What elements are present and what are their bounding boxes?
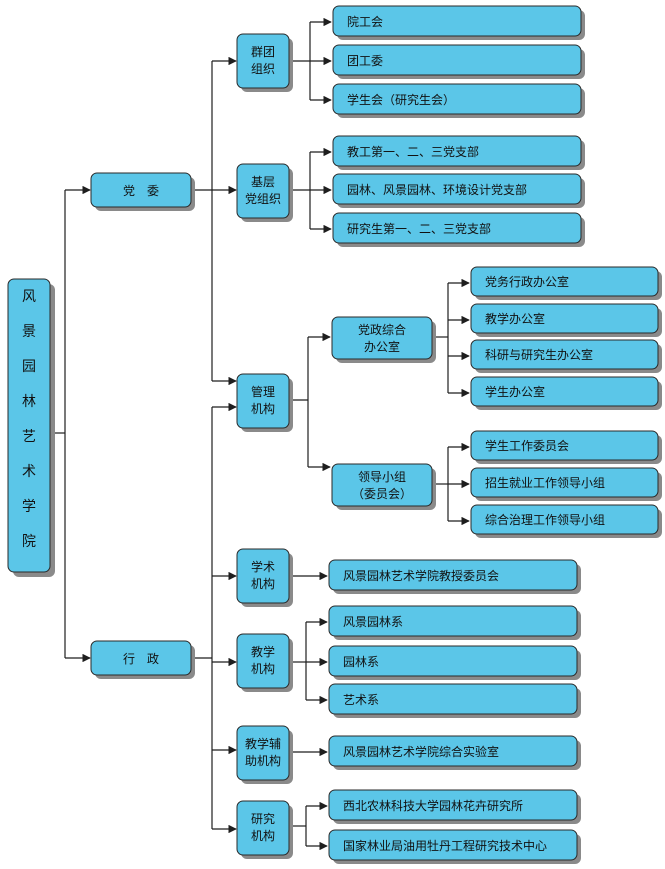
acad-label-line2: 机构 [251,576,275,591]
leading-label-line1: 领导小组 [358,470,406,484]
base-label-line1: 基层 [251,175,275,189]
research-label-line1: 研究 [251,811,275,826]
office-label-line2: 办公室 [364,339,400,354]
leaf-label: 党务行政办公室 [485,274,569,289]
office-label-line1: 党政综合 [358,322,406,337]
leaf-label: 教工第一、二、三党支部 [347,144,479,159]
mass-label-line1: 群团 [251,45,275,59]
leaf-aux-1: 风景园林艺术学院综合实验室 [328,735,581,770]
teach-node: 教学 机构 [236,633,293,692]
mass-label-line2: 组织 [251,62,275,76]
leaf-office-1: 党务行政办公室 [470,266,662,300]
leaf-base-2: 园林、风景园林、环境设计党支部 [332,173,585,208]
aux-label-line2: 助机构 [245,753,281,768]
admin-node: 行 政 [90,640,195,679]
leaf-label: 风景园林系 [343,615,403,629]
connectors [52,17,470,851]
root-char: 院 [22,534,36,550]
leaf-mass-1: 院工会 [332,5,585,40]
aux-label-line1: 教学辅 [245,736,281,751]
party-node: 党 委 [90,172,195,211]
acad-label-line1: 学术 [251,559,275,574]
leaf-leading-3: 综合治理工作领导小组 [470,504,662,538]
leaf-label: 园林系 [343,655,379,669]
leaf-label: 国家林业局油用牡丹工程研究技术中心 [343,838,547,853]
base-label-line2: 党组织 [245,191,281,206]
leaf-office-4: 学生办公室 [470,376,662,410]
leading-label-line2: （委员会） [352,487,412,501]
root-char: 林 [22,394,36,410]
leaf-label: 风景园林艺术学院综合实验室 [343,744,499,759]
leaf-label: 综合治理工作领导小组 [485,512,605,527]
leaf-office-3: 科研与研究生办公室 [470,339,662,373]
mgmt-node: 管理 机构 [236,373,293,432]
mgmt-label-line1: 管理 [251,384,275,399]
leaf-leading-1: 学生工作委员会 [470,430,662,464]
leaf-label: 学生工作委员会 [485,438,569,453]
leaf-label: 教学办公室 [485,311,545,326]
leaf-teach-2: 园林系 [328,645,581,680]
root-char: 风 [22,289,36,305]
mgmt-label-line2: 机构 [251,401,275,416]
teach-label-line2: 机构 [251,661,275,676]
leaf-teach-3: 艺术系 [328,683,581,718]
root-char: 学 [22,499,36,515]
root-char: 园 [22,359,36,375]
mass-org-node: 群团 组织 [236,33,293,92]
leaf-label: 招生就业工作领导小组 [485,476,605,490]
leaf-label: 园林、风景园林、环境设计党支部 [347,182,527,197]
leaf-teach-1: 风景园林系 [328,605,581,640]
leaf-mass-2: 团工委 [332,44,585,79]
base-party-node: 基层 党组织 [236,163,293,222]
leaf-label: 风景园林艺术学院教授委员会 [343,568,499,583]
nodes: 风 景 园 林 艺 术 学 院 党 委 行 政 群团 组织 [7,5,662,864]
leaf-label: 研究生第一、二、三党支部 [347,221,491,236]
aux-node: 教学辅 助机构 [236,725,293,784]
leaf-base-1: 教工第一、二、三党支部 [332,135,585,170]
root-char: 艺 [22,429,36,445]
party-label: 党 委 [123,183,159,198]
leaf-acad-1: 风景园林艺术学院教授委员会 [328,559,581,594]
research-node: 研究 机构 [236,800,293,859]
leaf-label: 科研与研究生办公室 [485,347,593,362]
leading-node: 领导小组 （委员会） [331,463,436,510]
leaf-research-1: 西北农林科技大学园林花卉研究所 [328,789,581,824]
leaf-label: 院工会 [347,15,383,29]
acad-node: 学术 机构 [236,548,293,607]
root-char: 景 [22,324,36,340]
leaf-label: 团工委 [347,54,383,68]
leaf-mass-3: 学生会（研究生会） [332,83,585,118]
leaf-label: 艺术系 [343,693,379,707]
leaf-office-2: 教学办公室 [470,303,662,337]
office-node: 党政综合 办公室 [331,316,436,363]
leaf-label: 学生会（研究生会） [347,92,455,107]
teach-label-line1: 教学 [251,644,275,659]
leaf-label: 学生办公室 [485,384,545,399]
leaf-label: 西北农林科技大学园林花卉研究所 [343,798,523,813]
leaf-base-3: 研究生第一、二、三党支部 [332,212,585,247]
research-label-line2: 机构 [251,828,275,843]
leaf-leading-2: 招生就业工作领导小组 [470,467,662,501]
root-char: 术 [22,464,36,480]
admin-label: 行 政 [123,652,159,666]
root-node: 风 景 园 林 艺 术 学 院 [7,278,55,577]
leaf-research-2: 国家林业局油用牡丹工程研究技术中心 [328,829,581,864]
